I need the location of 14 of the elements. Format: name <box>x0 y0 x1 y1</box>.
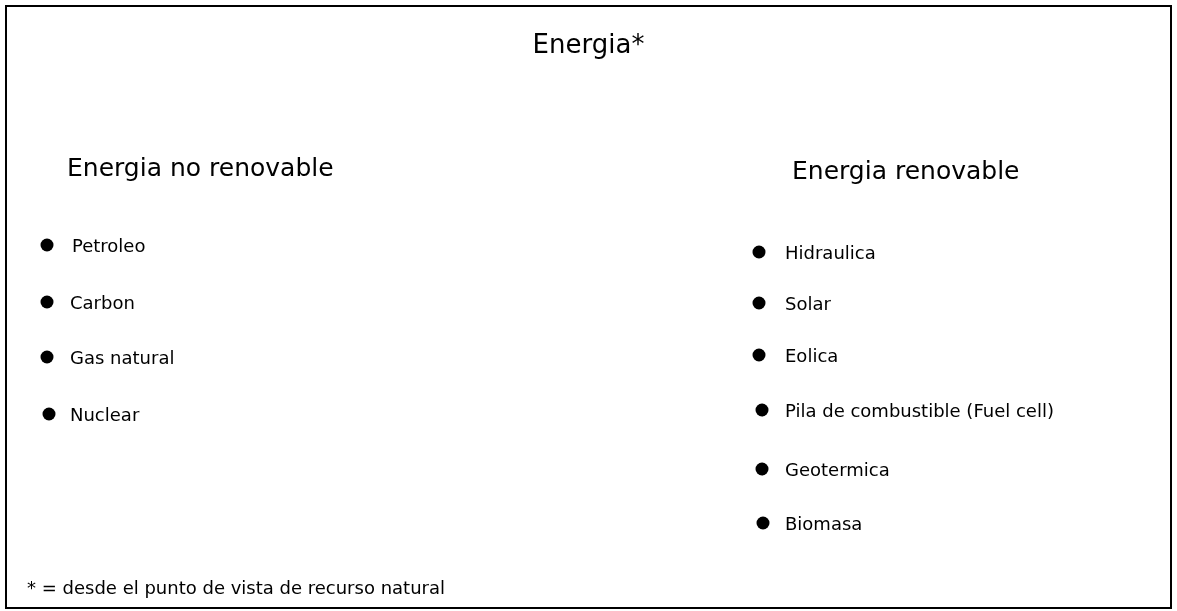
list-item: Biomasa <box>785 512 863 534</box>
list-item: Eolica <box>785 344 839 366</box>
list-item: Solar <box>785 292 831 314</box>
list-item: Petroleo <box>72 234 146 256</box>
column-heading: Energia no renovable <box>67 152 334 182</box>
list-item: Gas natural <box>70 346 175 368</box>
column-heading: Energia renovable <box>792 155 1020 185</box>
title: Energia* <box>531 29 646 59</box>
footnote: * = desde el punto de vista de recurso natural <box>27 576 445 598</box>
list-item: Geotermica <box>785 458 890 480</box>
list-item: Carbon <box>70 291 135 313</box>
list-item: Pila de combustible (Fuel cell) <box>785 399 1054 421</box>
list-item: Hidraulica <box>785 241 876 263</box>
list-item: Nuclear <box>70 403 140 425</box>
